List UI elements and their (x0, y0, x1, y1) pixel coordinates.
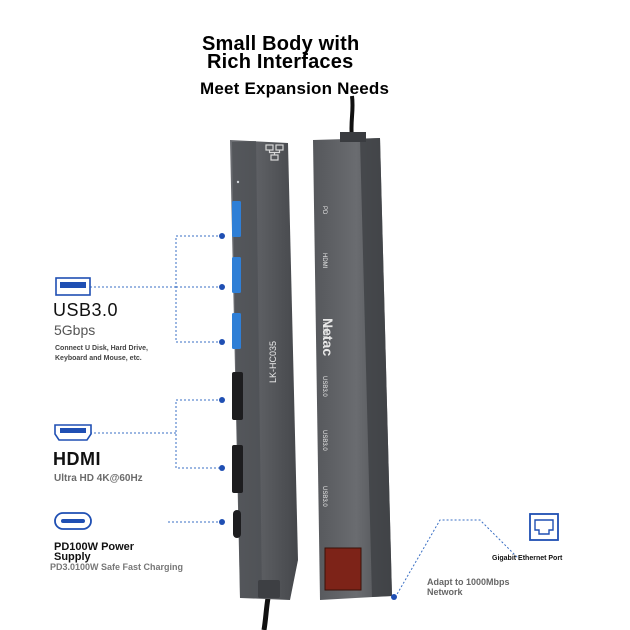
headline-line-3: Meet Expansion Needs (200, 79, 390, 98)
usb-c-port (233, 510, 241, 538)
hub-side-view (313, 132, 392, 600)
lan-port-icon (529, 513, 559, 541)
usb-icon (55, 277, 91, 296)
hdmi-port-2 (232, 445, 243, 493)
hdmi-description: Ultra HD 4K@60Hz (54, 473, 143, 484)
status-led (236, 180, 240, 184)
usb-title: USB3.0 (53, 300, 119, 320)
side-label-usb-3: USB3.0 (321, 486, 327, 507)
hdmi-port-1 (232, 372, 243, 420)
usb-port-3 (232, 313, 241, 349)
usb-c-icon (54, 512, 92, 530)
bottom-cable (261, 597, 271, 630)
hdmi-title: HDMI (53, 449, 101, 469)
usb-port-2 (232, 257, 241, 293)
pd-description: PD3.0100W Safe Fast Charging (50, 562, 184, 572)
ethernet-icon (265, 144, 284, 161)
headline-line-2: Rich Interfaces (207, 51, 354, 73)
ethernet-title: Gigabit Ethernet Port (492, 555, 563, 562)
usb-description: Connect U Disk, Hard Drive, Keyboard and… (55, 345, 148, 362)
headline-line-1: Small Body with (202, 33, 360, 55)
side-label-usb-1: USB3.0 (321, 376, 327, 397)
side-label-hdmi-1: HDMI (321, 253, 327, 269)
ports (232, 144, 284, 538)
pd-title: PD100W Power Supply (54, 541, 135, 563)
side-label-usb-2: USB3.0 (321, 430, 327, 451)
guide-dots (219, 233, 397, 600)
device-model: LK-HC035 (268, 340, 278, 383)
hdmi-icon (54, 424, 92, 441)
usb-port-1 (232, 201, 241, 237)
ethernet-description: Adapt to 1000Mbps Network (427, 577, 510, 597)
guide-lines (86, 235, 521, 597)
usb-speed: 5Gbps (54, 322, 96, 338)
side-label-pd: PD (321, 206, 327, 215)
side-label-hdmi-2: HDMI (321, 322, 327, 338)
